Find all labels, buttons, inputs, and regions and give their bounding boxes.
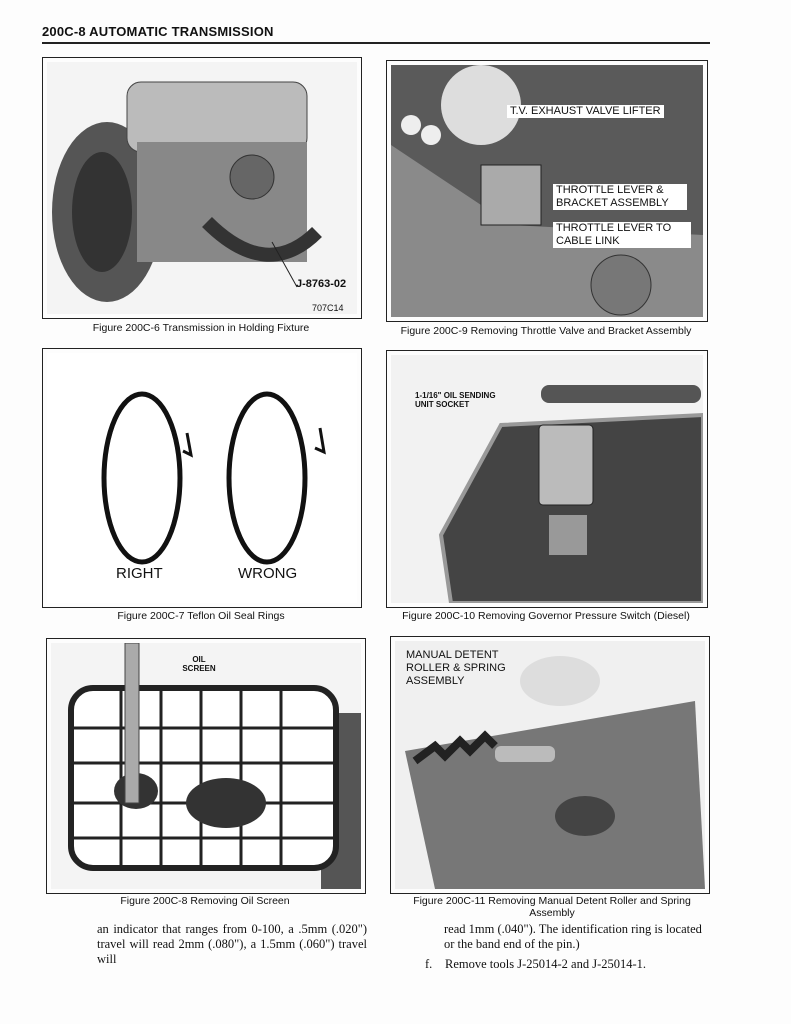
step-text: Remove tools J-25014-2 and J-25014-1. (445, 957, 647, 971)
transmission-photo (47, 62, 357, 314)
oil-sending-socket-photo (391, 355, 703, 603)
seal-rings-drawing (47, 353, 357, 603)
figure-200c-7: RIGHT WRONG (42, 348, 362, 608)
figure-200c-10: 1-1/16" OIL SENDING UNIT SOCKET (386, 350, 708, 608)
figure-caption: Figure 200C-9 Removing Throttle Valve an… (400, 325, 692, 337)
label-wrong: WRONG (235, 566, 301, 581)
figure-caption: Figure 200C-10 Removing Governor Pressur… (402, 610, 690, 622)
figure-caption: Figure 200C-8 Removing Oil Screen (120, 895, 290, 907)
callout-tv-exhaust-valve-lifter: T.V. EXHAUST VALVE LIFTER (507, 105, 664, 118)
callout-oil-screen: OIL SCREEN (182, 655, 216, 673)
tool-label: J-8763-02 (296, 278, 347, 290)
label-right: RIGHT (113, 566, 166, 581)
figure-200c-11: MANUAL DETENT ROLLER & SPRING ASSEMBLY (390, 636, 710, 894)
body-text-left: an indicator that ranges from 0-100, a .… (97, 922, 367, 966)
callout-throttle-lever-bracket: THROTTLE LEVER & BRACKET ASSEMBLY (553, 184, 687, 210)
figure-code: 707C14 (312, 303, 344, 313)
page-header: 200C-8 AUTOMATIC TRANSMISSION (42, 24, 274, 39)
figure-caption: Figure 200C-7 Teflon Oil Seal Rings (117, 610, 285, 622)
body-text-right: read 1mm (.040"). The identification rin… (444, 922, 702, 951)
figure-200c-6: J-8763-02 707C14 (42, 57, 362, 319)
step-f: f. Remove tools J-25014-2 and J-25014-1. (425, 957, 715, 972)
detent-roller-photo (395, 641, 705, 889)
callout-oil-sending-socket: 1-1/16" OIL SENDING UNIT SOCKET (415, 391, 496, 409)
figure-200c-9: T.V. EXHAUST VALVE LIFTER THROTTLE LEVER… (386, 60, 708, 322)
figure-caption: Figure 200C-6 Transmission in Holding Fi… (92, 322, 310, 334)
figure-200c-8: OIL SCREEN (46, 638, 366, 894)
oil-screen-photo (51, 643, 361, 889)
step-marker: f. (425, 957, 433, 971)
callout-manual-detent-roller: MANUAL DETENT ROLLER & SPRING ASSEMBLY (406, 649, 506, 687)
callout-throttle-lever-cable-link: THROTTLE LEVER TO CABLE LINK (553, 222, 691, 248)
figure-caption: Figure 200C-11 Removing Manual Detent Ro… (413, 895, 691, 919)
header-rule (42, 42, 710, 44)
